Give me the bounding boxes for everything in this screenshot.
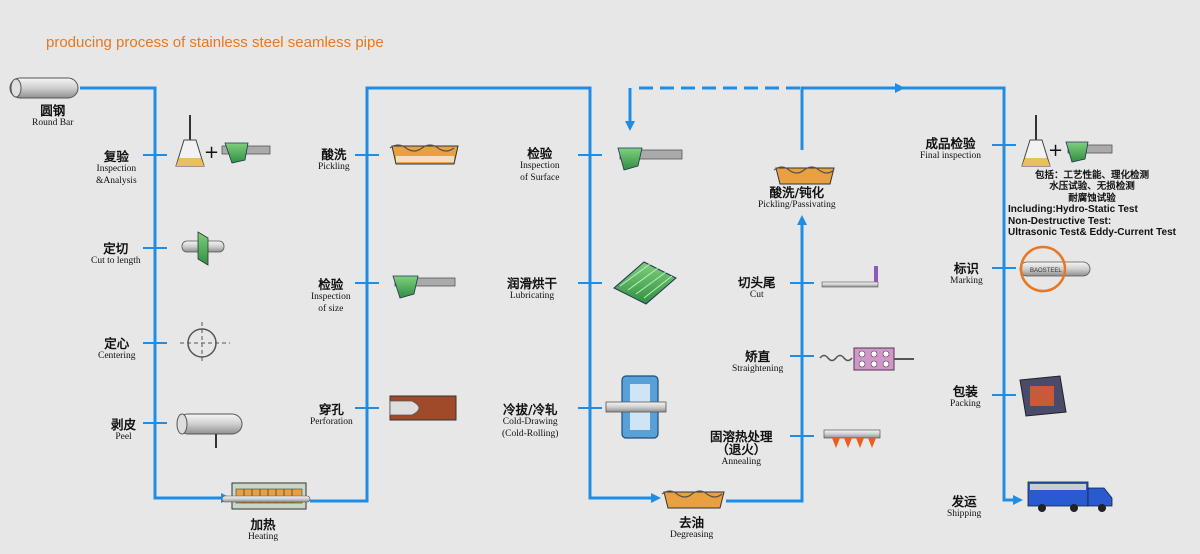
- cutter-icon: [181, 231, 225, 266]
- drawing-die-icon: [605, 375, 667, 439]
- cut-bar-icon: [821, 266, 879, 288]
- label-pickling: 酸洗 Pickling: [318, 147, 350, 173]
- label-perforation: 穿孔 Perforation: [310, 402, 353, 428]
- caliper-icon: [221, 142, 271, 164]
- passivate-tank-icon: [773, 166, 835, 185]
- diagram-title: producing process of stainless steel sea…: [46, 34, 384, 51]
- size-caliper-icon: [392, 275, 456, 299]
- label-cut-to-length: 定切 Cut to length: [91, 241, 141, 267]
- piercer-icon: [389, 395, 457, 421]
- label-cold-drawing: 冷拔/冷轧 Cold-Drawing (Cold-Rolling): [502, 402, 559, 440]
- note-en-line-1: Including:Hydro-Static Test: [1008, 204, 1138, 216]
- crosshair-icon: [180, 322, 230, 364]
- dashed-return-line: [625, 86, 800, 131]
- surface-caliper-icon: [617, 147, 683, 171]
- note-en-line-2: Non-Destructive Test:: [1008, 215, 1112, 227]
- round-bar-icon: [9, 77, 79, 99]
- label-inspection-surface: 检验 Inspection of Surface: [520, 146, 560, 184]
- note-zh-line-3: 耐腐蚀试验: [1068, 192, 1116, 204]
- flow-line-col5: [900, 86, 1023, 505]
- marking-stamp: BAOSTEEL: [1030, 268, 1062, 274]
- label-peel: 剥皮 Peel: [111, 417, 137, 443]
- grid-dryer-icon: [613, 261, 677, 305]
- note-zh-line-1: 包括：工艺性能、理化检测: [1034, 170, 1149, 181]
- label-annealing: 固溶热处理 （退火） Annealing: [710, 429, 773, 468]
- flow-lines: [80, 83, 1023, 505]
- flow-line-col4-up: [726, 215, 807, 503]
- label-lubricating: 润滑烘干 Lubricating: [507, 276, 558, 302]
- label-inspection-size: 检验 Inspection of size: [311, 277, 351, 315]
- final-inspection-notes: 包括：工艺性能、理化检测 水压试验、无损检测 耐腐蚀试验 Including:H…: [1008, 170, 1176, 239]
- straightener-icon: [819, 347, 914, 371]
- final-caliper-icon: [1065, 141, 1113, 163]
- peeler-icon: [176, 413, 243, 448]
- label-pickling-passivating: 酸洗/钝化 Pickling/Passivating: [758, 185, 836, 211]
- label-marking: 标识 Marking: [950, 261, 983, 287]
- label-heating: 加热 Heating: [248, 517, 279, 543]
- label-degreasing: 去油 Degreasing: [670, 515, 714, 541]
- label-inspection-analysis: 复验 Inspection &Analysis: [96, 149, 137, 187]
- label-shipping: 发运 Shipping: [947, 494, 982, 520]
- final-flask-icon: [1021, 115, 1051, 167]
- tick-marks: [143, 144, 1016, 437]
- truck-icon: [1027, 481, 1113, 512]
- flow-line-col2: [310, 86, 661, 503]
- label-centering: 定心 Centering: [98, 336, 136, 362]
- furnace-icon: [221, 482, 311, 510]
- label-round-bar: 圆钢 Round Bar: [32, 103, 74, 129]
- label-packing: 包装 Packing: [950, 384, 981, 410]
- marked-pipe-icon: [1019, 245, 1091, 293]
- package-box-icon: [1019, 375, 1067, 417]
- label-final-inspection: 成品检验 Final inspection: [920, 136, 981, 162]
- plus-sign-1: +: [204, 142, 219, 163]
- note-en-line-3: Ultrasonic Test& Eddy-Current Test: [1008, 227, 1176, 239]
- flask-icon: [175, 115, 205, 167]
- label-straightening: 矫直 Straightening: [732, 349, 784, 375]
- acid-bath-icon: [389, 144, 459, 165]
- plus-sign-2: +: [1048, 140, 1063, 161]
- flow-line-col1: [80, 86, 231, 503]
- annealing-furnace-icon: [823, 429, 881, 448]
- flow-line-top-right: [800, 83, 905, 150]
- note-zh-line-2: 水压试验、无损检测: [1049, 181, 1135, 193]
- label-cut: 切头尾 Cut: [738, 275, 776, 301]
- degrease-tank-icon: [661, 490, 725, 509]
